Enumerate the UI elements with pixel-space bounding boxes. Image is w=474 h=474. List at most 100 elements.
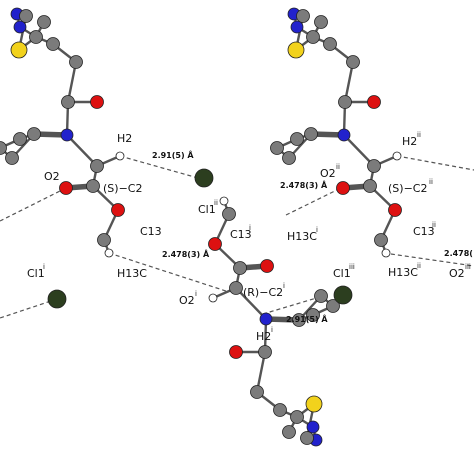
carbon-atom [258,345,272,359]
carbon-atom [29,30,43,44]
sulfur-atom [287,41,305,59]
chlorine-atom [333,285,353,305]
carbon-atom [27,127,41,141]
carbon-atom [222,207,236,221]
sup-cl1-i: i [43,263,45,271]
label-s-c2-ii: (S)−C2 [388,182,427,195]
label-r-c2-i: (R)−C2 [243,286,283,299]
carbon-atom [273,403,287,417]
sup-o2-ii: ii [336,163,340,171]
label-c13-i: C13 [230,228,252,241]
molecule-upper-left-bond [65,133,99,168]
hydrogen-atom [115,151,125,161]
sup-s-c2-ii: ii [429,178,433,186]
carbon-atom [314,289,328,303]
carbon-atom [86,179,100,193]
carbon-atom [13,132,27,146]
carbon-atom [250,385,264,399]
sup-h13c-i: i [316,226,318,234]
oxygen-atom [229,345,243,359]
distance-o2-h13c-ii: 2.478(3) Å [280,180,328,190]
carbon-atom [323,37,337,51]
atom-layer [0,7,402,447]
label-h13c-i: H13C [287,230,317,243]
label-cl1-i: Cl1 [27,267,45,280]
oxygen-atom [388,203,402,217]
label-o2: O2 [44,170,60,183]
carbon-atom [90,159,104,173]
label-o2-ii: O2 [320,167,336,180]
carbon-atom [374,233,388,247]
label-cl1-ii: Cl1 [198,203,216,216]
molecule-upper-right-bond [342,133,376,168]
oxygen-atom [90,95,104,109]
label-c13-ii: C13 [413,225,435,238]
label-h2-ii: H2 [402,135,417,148]
distance-h2-cl: 2.91(5) Å [152,150,194,160]
label-h13c-ii: H13C [388,266,418,279]
label-cl1-iii: Cl1 [333,267,351,280]
nitrogen-atom [13,20,27,34]
carbon-atom [306,30,320,44]
nitrogen-atom [290,20,304,34]
hydrogen-bond-contact [0,298,58,319]
sup-c13-ii: ii [432,221,436,229]
carbon-atom [304,127,318,141]
carbon-atom [338,95,352,109]
carbon-atom [290,410,304,424]
label-h2: H2 [117,132,132,145]
nitrogen-atom [259,312,273,326]
hydrogen-atom [392,151,402,161]
oxygen-atom [59,181,73,195]
sulfur-atom [10,41,28,59]
sup-c13-i: i [249,224,251,232]
sup-o2-iii: iii [465,263,471,271]
hydrogen-atom [104,248,114,258]
carbon-atom [282,151,296,165]
label-s-c2: (S)−C2 [103,182,142,195]
label-h2-i: H2 [256,330,271,343]
sup-h2-i: i [271,326,273,334]
carbon-atom [97,233,111,247]
carbon-atom [367,159,381,173]
carbon-atom [314,15,328,29]
hydrogen-atom [208,293,218,303]
sup-o2-i: i [195,290,197,298]
oxygen-atom [367,95,381,109]
carbon-atom [300,431,314,445]
hydrogen-atom [219,196,229,206]
oxygen-atom [111,203,125,217]
oxygen-atom [336,181,350,195]
chlorine-atom [194,168,214,188]
carbon-atom [0,141,7,155]
sup-cl1-ii: ii [214,199,218,207]
carbon-atom [46,37,60,51]
hydrogen-atom [381,248,391,258]
molecule-center-inverted-bond [234,286,268,321]
carbon-atom [306,308,320,322]
nitrogen-atom [60,128,74,142]
hydrogen-bond-contact [108,252,230,293]
sulfur-atom [305,395,323,413]
chlorine-atom [47,289,67,309]
carbon-atom [61,95,75,109]
sup-r-c2-i: i [283,282,285,290]
carbon-atom [326,299,340,313]
bond-layer [0,12,399,442]
carbon-atom [290,132,304,146]
sup-cl1-iii: iii [349,263,355,271]
nitrogen-atom [306,420,320,434]
hydrogen-bond-contact [396,155,474,171]
distance-o2-h13c: 2.478(3) Å [162,249,210,259]
carbon-atom [296,9,310,23]
carbon-atom [292,313,306,327]
distance-h2-cl-i: 2.91(5) Å [286,314,328,324]
carbon-atom [19,9,33,23]
hydrogen-bond-contact [0,187,67,222]
label-o2-iii: O2 [449,267,465,280]
label-h13c: H13C [117,267,147,280]
sup-h2-ii: ii [417,131,421,139]
label-layer: H2 O2 (S)−C2 C13 H13C Cl1 ii Cl1 i Cl1 i… [27,131,473,343]
oxygen-atom [208,237,222,251]
